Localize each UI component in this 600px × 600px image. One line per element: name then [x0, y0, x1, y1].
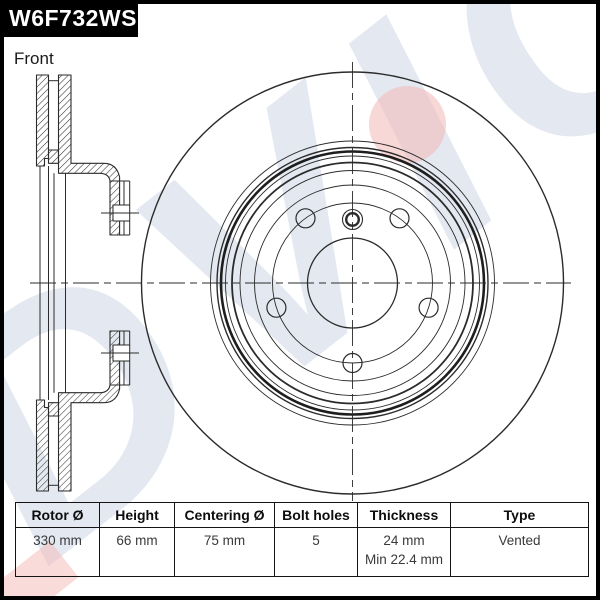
part-number-label: W6F732WS: [4, 4, 138, 37]
spec-header-row: Rotor Ø Height Centering Ø Bolt holes Th…: [15, 502, 589, 528]
view-label: Front: [14, 49, 54, 68]
outboard-plate-lower: [35, 399, 50, 492]
header-height: Height: [99, 502, 175, 528]
thickness-nominal: 24 mm: [383, 533, 425, 548]
value-rotor-diameter: 330 mm: [15, 527, 100, 577]
vent-rib-lower: [47, 402, 60, 417]
header-type: Type: [450, 502, 589, 528]
header-thickness: Thickness: [357, 502, 451, 528]
value-thickness: 24 mm Min 22.4 mm: [357, 527, 451, 577]
bolt-hole: [295, 208, 316, 229]
main-centerlines: [30, 62, 571, 501]
value-bolt-holes: 5: [274, 527, 358, 577]
outboard-plate-upper: [35, 74, 50, 167]
header-centering-diameter: Centering Ø: [174, 502, 275, 528]
header-rotor-diameter: Rotor Ø: [15, 502, 100, 528]
header-bolt-holes: Bolt holes: [274, 502, 358, 528]
cross-section-view: [35, 74, 139, 492]
spec-table: Rotor Ø Height Centering Ø Bolt holes Th…: [15, 502, 589, 577]
spec-value-row: 330 mm 66 mm 75 mm 5 24 mm Min 22.4 mm V…: [15, 527, 589, 577]
inboard-plate-hat-skirt-lower: [57, 384, 121, 492]
bolt-hole: [389, 208, 410, 229]
bolt-hole: [266, 297, 287, 318]
bolt-hole: [418, 297, 439, 318]
value-height: 66 mm: [99, 527, 175, 577]
section-centerlines: [101, 212, 139, 354]
section-hatched-areas: [35, 74, 121, 492]
value-type: Vented: [450, 527, 589, 577]
vent-rib-upper: [47, 149, 60, 164]
inboard-plate-hat-skirt-upper: [57, 74, 121, 182]
thickness-minimum: Min 22.4 mm: [364, 552, 444, 567]
value-centering-diameter: 75 mm: [174, 527, 275, 577]
